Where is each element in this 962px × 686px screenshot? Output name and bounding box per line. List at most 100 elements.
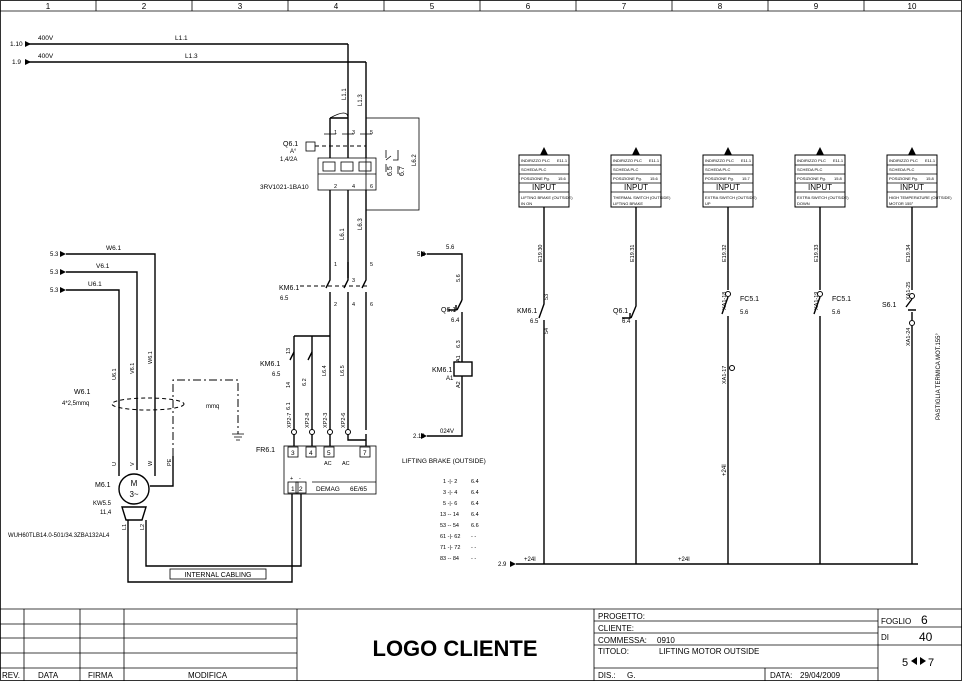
arrow-icon — [60, 269, 66, 275]
fr61-rectifier: FR6.1 XP2-7 XP2-8 XP2-3 XP2-6 3 4 5 7 AC… — [127, 413, 377, 583]
plc-desc1: EXTRA SWITCH (OUTSIDE) — [705, 195, 757, 200]
plc-title: INPUT — [808, 183, 832, 192]
next-page-arrow-icon[interactable] — [920, 657, 926, 665]
q61-terminal-2: 2 — [334, 184, 337, 190]
q61-l11: L1.1 — [342, 88, 348, 100]
rev-header: REV. — [2, 671, 20, 680]
plc-addr: INDIRIZZO PLC — [521, 158, 550, 163]
brake-bot-val: 024V — [440, 429, 454, 435]
cliente-label: CLIENTE: — [598, 624, 634, 633]
km61-terminal-4: 4 — [352, 302, 355, 308]
dis-value: G. — [627, 671, 635, 680]
plc-dev-sub: 5.6 — [832, 310, 841, 316]
plc-pos: POSIZIONE Pg. — [797, 176, 826, 181]
arrow-icon — [421, 433, 427, 439]
plc-pos-val: 15.6 — [558, 176, 567, 181]
u-name: U6.1 — [88, 281, 102, 288]
plc-c1: XA1-25 — [906, 282, 912, 300]
plus24-bus: 2.9 +24I +24I +24I — [498, 464, 918, 568]
contact-ref: 6.4 — [471, 490, 479, 496]
plc-input-col: INDIRIZZO PLC E11.1 SCHEDA PLC POSIZIONE… — [886, 147, 952, 564]
bus-ref: 2.9 — [498, 562, 507, 568]
plc-card: SCHEDA PLC — [521, 167, 546, 172]
date-label: DATA: — [770, 671, 792, 680]
coil-a1: A1 — [456, 355, 462, 362]
contact-pins: 5 ‐|‐ 6 — [443, 501, 457, 507]
v-ref: 5.3 — [50, 270, 59, 276]
coil-icon — [453, 361, 473, 377]
plc-wire: E19.32 — [722, 245, 728, 262]
km61-terminal-3: 3 — [352, 278, 355, 284]
u-ref: 5.3 — [50, 288, 59, 294]
km61-terminal-2: 2 — [334, 302, 337, 308]
fr61-minus: - — [299, 476, 301, 482]
plc-desc2: IN ON — [521, 201, 532, 206]
date-value: 29/04/2009 — [800, 671, 841, 680]
title-block: REV. DATA FIRMA MODIFICA LOGO CLIENTE PR… — [0, 608, 962, 681]
plc-dev: S6.1 — [882, 302, 897, 309]
contact-pins: 3 ‐|‐ 4 — [443, 490, 457, 496]
brake-bot-ref: 2.10 — [413, 434, 425, 440]
q61-range: 1,4/2A — [280, 157, 297, 163]
w-name: W6.1 — [106, 245, 122, 252]
supply-lines: 1.10 400V L1.1 1.9 400V L1.3 — [10, 35, 366, 66]
ruler-col-6: 6 — [526, 2, 531, 11]
prev-page-number[interactable]: 5 — [902, 657, 908, 669]
fr61-t4: 4 — [309, 450, 313, 457]
km61-aux-14: 14 — [286, 382, 292, 388]
u-terminal: U — [112, 462, 118, 466]
plc-desc1: THERMAL SWITCH (OUTSIDE) — [613, 195, 671, 200]
km61-wire-61: 6.1 — [286, 402, 292, 410]
q61-aux-b: 6.7 — [399, 166, 406, 176]
plc-c2: 54 — [544, 328, 550, 334]
contact-pins: 53 ‐‐ 54 — [440, 523, 459, 529]
prev-page-arrow-icon[interactable] — [911, 657, 917, 665]
plc-dev-sub: 6.5 — [530, 319, 539, 325]
plc-desc2: UP — [705, 201, 711, 206]
contact-ref: - - — [471, 534, 476, 540]
plc-arrow-icon — [632, 147, 640, 155]
plc-pos-val: 15.7 — [742, 176, 751, 181]
w-terminal: W — [148, 460, 154, 466]
q61-l63: L6.3 — [358, 218, 364, 230]
v61-wire: V6.1 — [130, 363, 136, 374]
motor-icon — [118, 473, 150, 505]
km61-aux-13: 13 — [286, 348, 292, 354]
cable-spec: 4*2,5mmq — [62, 401, 89, 407]
coil-wire-63: 6.3 — [456, 340, 462, 348]
km61-sub: 6.5 — [280, 296, 289, 302]
plc-input-col: INDIRIZZO PLC E11.1 SCHEDA PLC POSIZIONE… — [518, 147, 573, 564]
arrow-icon — [510, 561, 516, 567]
l3-name: L1.3 — [185, 53, 198, 60]
fr61-t5: 5 — [327, 450, 331, 457]
q61-terminal-1: 1 — [334, 130, 337, 136]
km61-l61: L6.1 — [340, 228, 346, 240]
dis-label: DIS.: — [598, 671, 616, 680]
di-label: DI — [881, 633, 889, 642]
plc-wire: E19.30 — [538, 245, 544, 262]
contact-ref: - - — [471, 556, 476, 562]
progetto-label: PROGETTO: — [598, 612, 645, 621]
brake-l1: L1 — [122, 524, 128, 530]
foglio-label: FOGLIO — [881, 617, 911, 626]
brake-km61-sub: A1 — [446, 376, 454, 382]
plc-arrow-icon — [540, 147, 548, 155]
contact-pins: 1 ‐|‐ 2 — [443, 479, 457, 485]
contact-ref: - - — [471, 545, 476, 551]
plc-input-col: INDIRIZZO PLC E11.1 SCHEDA PLC POSIZIONE… — [794, 147, 849, 564]
fr61-plus: + — [290, 476, 293, 482]
plc-addr-val: E11.1 — [925, 158, 936, 163]
l1-volt: 400V — [38, 35, 54, 42]
data-header: DATA — [38, 671, 59, 680]
brake-km61: KM6.1 — [432, 367, 452, 374]
next-page-number[interactable]: 7 — [928, 657, 934, 669]
ruler-col-4: 4 — [334, 2, 339, 11]
screen-mmq: mmq — [206, 404, 219, 410]
brake-top-ref: 5.8 — [417, 252, 426, 258]
plc-pos-val: 15.8 — [926, 176, 935, 181]
plc-addr: INDIRIZZO PLC — [705, 158, 734, 163]
